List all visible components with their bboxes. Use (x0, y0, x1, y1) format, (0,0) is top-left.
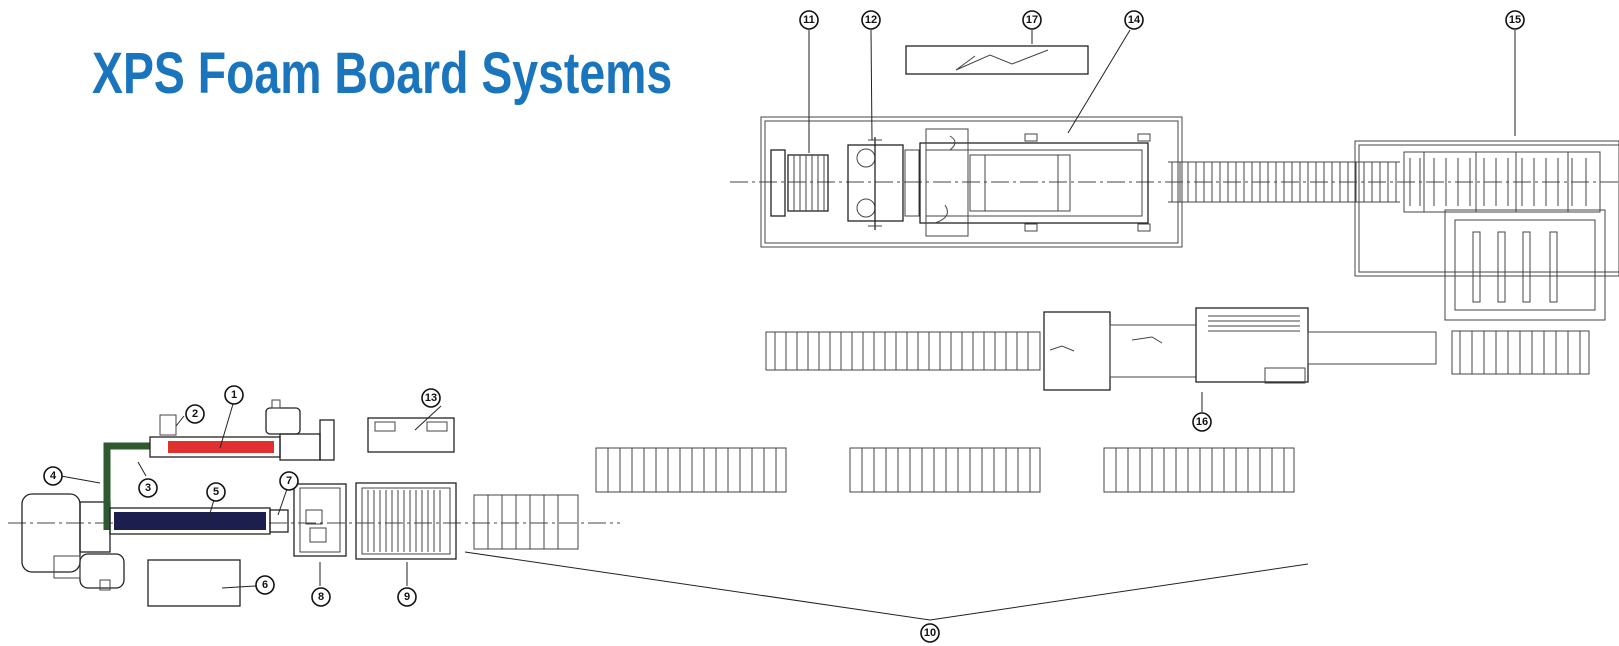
svg-text:14: 14 (1128, 14, 1141, 26)
svg-text:1: 1 (231, 389, 237, 401)
callout-7: 7 (279, 471, 299, 491)
trim-unit-12 (847, 137, 904, 230)
upper-line (730, 45, 1619, 321)
callout-14: 14 (1124, 10, 1144, 30)
svg-text:6: 6 (262, 579, 268, 591)
cabinet-13 (367, 417, 455, 453)
svg-text:10: 10 (924, 627, 936, 639)
callout-6: 6 (255, 575, 275, 595)
callout-15: 15 (1505, 10, 1525, 30)
callout-2: 2 (185, 404, 205, 424)
feed-pipe-4 (103, 442, 150, 530)
svg-text:8: 8 (318, 591, 324, 603)
svg-text:17: 17 (1026, 14, 1038, 26)
middle-line (765, 307, 1590, 391)
callout-10: 10 (920, 623, 940, 643)
roller-conveyor-10c (849, 447, 1041, 493)
leader-lines (60, 29, 1516, 621)
cross-cutter-16 (1043, 307, 1437, 391)
svg-text:9: 9 (404, 591, 410, 603)
extruder-1 (149, 399, 335, 461)
roller-conveyor-middle-right (1451, 330, 1590, 375)
callout-13: 13 (421, 388, 441, 408)
stacker-15 (1354, 140, 1619, 321)
board-17 (905, 45, 1089, 75)
svg-text:5: 5 (213, 486, 219, 498)
roller-conveyor-10d (1103, 447, 1295, 493)
svg-text:4: 4 (50, 470, 57, 482)
control-panel-6 (147, 559, 241, 607)
callout-3: 3 (138, 478, 158, 498)
svg-text:12: 12 (865, 14, 877, 26)
callout-8: 8 (311, 587, 331, 607)
conveyor-14 (919, 128, 1151, 237)
callout-4: 4 (43, 466, 63, 486)
svg-text:11: 11 (803, 14, 815, 26)
callout-5: 5 (206, 482, 226, 502)
cooling-9 (355, 482, 457, 560)
svg-text:16: 16 (1196, 416, 1208, 428)
roller-conveyor-10b (595, 447, 787, 493)
extruder-2 (109, 507, 289, 535)
roller-conveyor-upper (1168, 161, 1400, 203)
svg-text:7: 7 (286, 475, 292, 487)
roller-conveyor-10a (473, 494, 579, 550)
saw-unit-11 (787, 154, 829, 212)
page-title: XPS Foam Board Systems (92, 41, 673, 106)
roller-conveyor-middle-left (765, 331, 1041, 371)
svg-text:15: 15 (1509, 14, 1521, 26)
callout-1: 1 (224, 385, 244, 405)
callout-12: 12 (861, 10, 881, 30)
svg-text:13: 13 (425, 392, 437, 404)
callout-16: 16 (1192, 412, 1212, 432)
svg-text:2: 2 (192, 408, 198, 420)
callout-9: 9 (397, 587, 417, 607)
lower-line (8, 399, 1295, 607)
callout-11: 11 (799, 10, 819, 30)
calibrator-8 (293, 483, 347, 557)
callout-17: 17 (1022, 10, 1042, 30)
svg-text:3: 3 (145, 482, 151, 494)
